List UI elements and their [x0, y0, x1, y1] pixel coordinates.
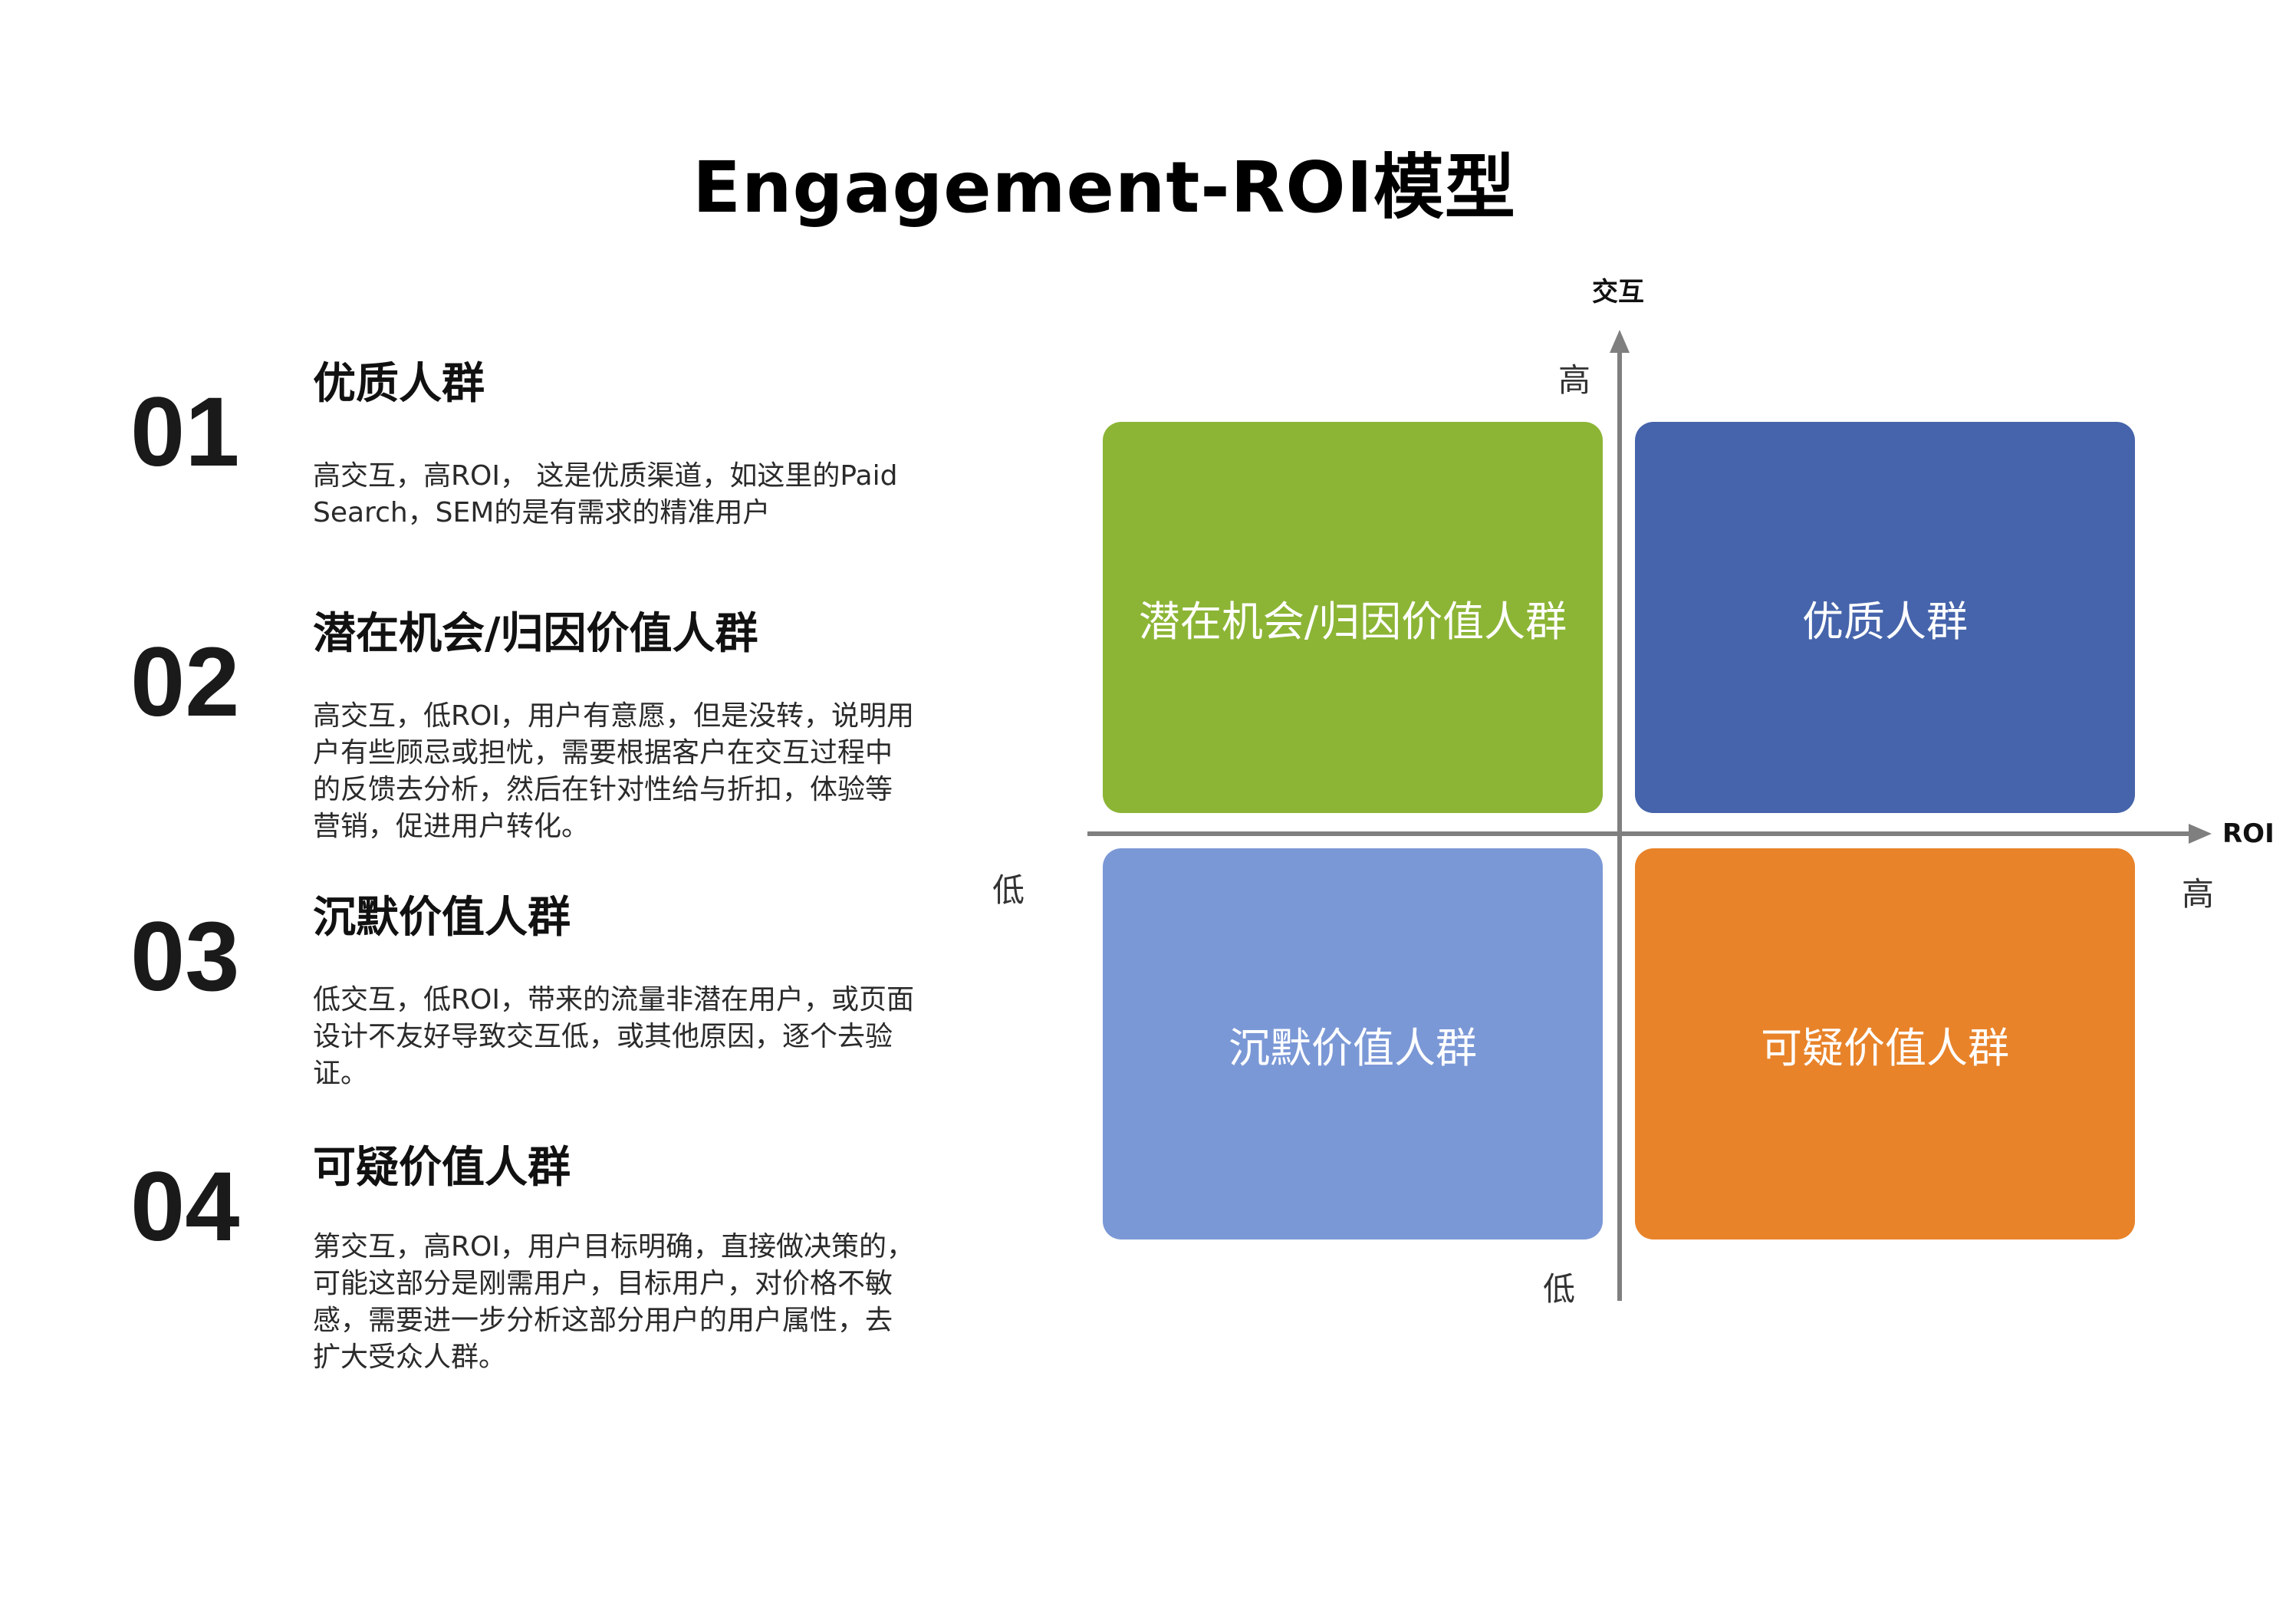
item-number: 03	[130, 902, 240, 1012]
list-item-03: 03 沉默价值人群 低交互，低ROI，带来的流量非潜在用户，或页面设计不友好导致…	[130, 890, 928, 1104]
item-number: 04	[130, 1152, 240, 1262]
item-heading: 优质人群	[313, 359, 485, 409]
list-item-01: 01 优质人群 高交互，高ROI， 这是优质渠道，如这里的Paid Search…	[130, 360, 928, 537]
item-heading: 潜在机会/归因价值人群	[313, 609, 758, 659]
list-item-04: 04 可疑价值人群 第交互，高ROI，用户目标明确，直接做决策的，可能这部分是刚…	[130, 1140, 928, 1393]
item-number: 02	[130, 627, 240, 737]
x-axis-arrow	[2189, 824, 2212, 844]
quadrant-top-left: 潜在机会/归因价值人群	[1103, 422, 1603, 813]
item-description: 高交互，高ROI， 这是优质渠道，如这里的Paid Search，SEM的是有需…	[313, 460, 898, 528]
quadrant-top-left-label: 潜在机会/归因价值人群	[1138, 597, 1567, 646]
quadrant-bottom-left-label: 沉默价值人群	[1229, 1023, 1477, 1072]
item-heading: 可疑价值人群	[313, 1143, 571, 1193]
quadrant-bottom-right: 可疑价值人群	[1635, 848, 2135, 1239]
item-number: 01	[130, 377, 240, 487]
quadrant-top-right: 优质人群	[1635, 422, 2135, 813]
item-description: 高交互，低ROI，用户有意愿，但是没转，说明用户有些顾忌或担忧，需要根据客户在交…	[313, 700, 914, 842]
quadrant-bottom-right-label: 可疑价值人群	[1761, 1023, 2009, 1072]
y-axis-low-label: 低	[1543, 1270, 1576, 1308]
page-title: Engagement-ROI模型	[692, 146, 1516, 229]
y-axis-name: 交互	[1592, 277, 1644, 308]
y-axis-high-label: 高	[1558, 361, 1591, 399]
x-axis-low-label: 低	[992, 871, 1025, 909]
x-axis-high-label: 高	[2182, 875, 2215, 913]
item-heading: 沉默价值人群	[313, 893, 571, 943]
x-axis-name: ROI	[2222, 818, 2275, 849]
quadrant-bottom-left: 沉默价值人群	[1103, 848, 1603, 1239]
item-description: 第交互，高ROI，用户目标明确，直接做决策的，可能这部分是刚需用户，目标用户，对…	[313, 1231, 914, 1373]
y-axis-arrow	[1610, 330, 1630, 353]
quadrant-top-right-label: 优质人群	[1802, 597, 1968, 646]
item-description: 低交互，低ROI，带来的流量非潜在用户，或页面设计不友好导致交互低，或其他原因，…	[313, 984, 914, 1089]
list-item-02: 02 潜在机会/归因价值人群 高交互，低ROI，用户有意愿，但是没转，说明用户有…	[130, 601, 928, 862]
